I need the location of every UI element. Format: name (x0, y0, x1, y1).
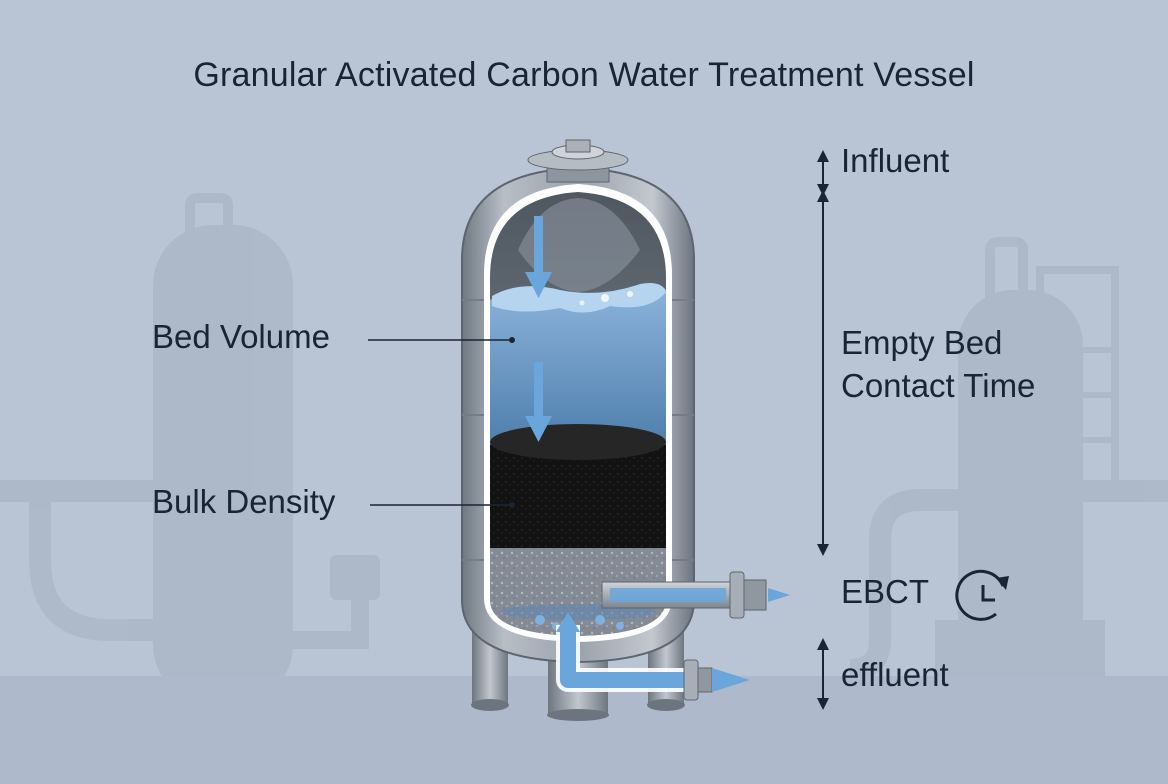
background-plant (0, 193, 1168, 710)
vessel-cutaway (484, 184, 672, 642)
ebct-label: Empty Bed Contact Time (841, 322, 1035, 408)
influent-label: Influent (841, 142, 950, 179)
outlet-pipe-lower (556, 612, 750, 701)
diagram-title: Granular Activated Carbon Water Treatmen… (193, 56, 975, 94)
carbon-bed (490, 431, 666, 548)
effluent-label: effluent (841, 656, 949, 693)
ebct-dimension (817, 190, 829, 556)
clock-refresh-icon (955, 569, 1009, 621)
bed-volume-label: Bed Volume (152, 318, 330, 355)
ebct-label-line2: Contact Time (841, 366, 1036, 404)
ebct-abbrev-label: EBCT (841, 573, 930, 610)
flow-arrows (525, 216, 552, 442)
bulk-density-label: Bulk Density (152, 483, 336, 520)
effluent-dimension (817, 638, 829, 710)
arrow-down-icon (525, 216, 552, 298)
ebct-label-line1: Empty Bed (841, 324, 1003, 361)
outlet-pipe-upper (601, 571, 790, 619)
influent-dimension (817, 150, 829, 196)
inlet-nozzle (527, 139, 629, 183)
arrow-down-icon (525, 362, 552, 442)
